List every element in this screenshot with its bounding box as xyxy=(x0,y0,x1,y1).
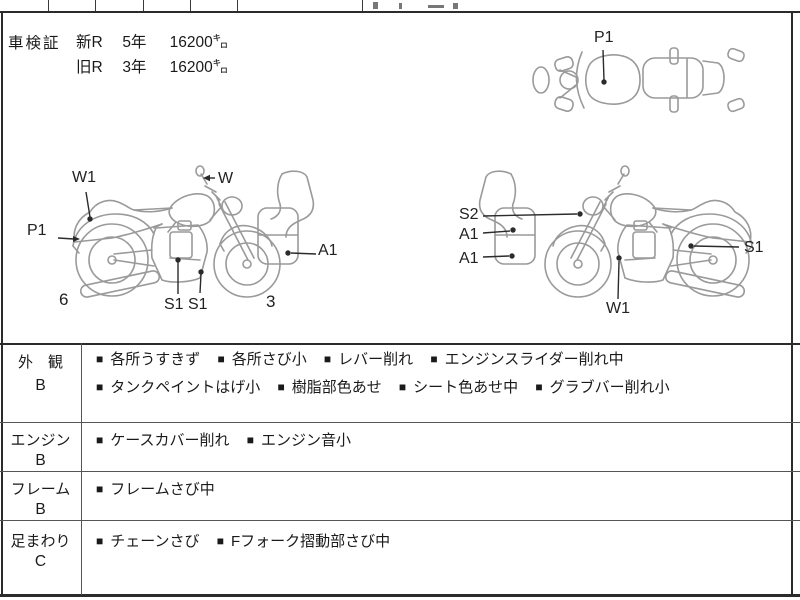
header-cell-divider xyxy=(143,0,144,11)
left-view-label-s1b: S1 xyxy=(188,296,208,313)
category-undercarriage: 足まわり xyxy=(10,533,71,550)
table-border-top xyxy=(0,343,800,345)
right-view-label-a1b: A1 xyxy=(459,250,479,267)
defect-item: ■ シート色あせ中 xyxy=(399,379,518,396)
defect-item: ■ 各所さび小 xyxy=(217,351,306,368)
bullet-icon: ■ xyxy=(96,534,104,548)
sheet-border-left xyxy=(1,0,3,597)
defect-item: ■ レバー削れ xyxy=(324,351,413,368)
category-exterior: 外 観 xyxy=(17,354,63,371)
category-column-divider xyxy=(81,343,82,595)
bullet-icon: ■ xyxy=(216,534,224,548)
bullet-icon: ■ xyxy=(535,379,543,394)
shaken-new-reg: 新R xyxy=(76,34,103,51)
category-frame: フレーム xyxy=(10,481,71,498)
defect-item: ■ グラブバー削れ小 xyxy=(535,379,669,396)
grade-exterior: B xyxy=(35,377,46,394)
defect-text: チェーンさび xyxy=(110,533,200,550)
left-view-label-p1: P1 xyxy=(27,222,47,239)
header-cell-divider xyxy=(48,0,49,11)
defects-frame: ■ フレームさび中 xyxy=(96,476,788,504)
defect-text: 各所うすきず xyxy=(110,351,201,368)
defect-item: ■ 樹脂部色あせ xyxy=(277,379,381,396)
bullet-icon: ■ xyxy=(430,352,438,366)
category-engine: エンジン xyxy=(10,432,71,449)
left-view-label-s1a: S1 xyxy=(164,296,184,313)
defects-exterior: ■ 各所うすきず ■ 各所さび小 ■ レバー削れ ■ エンジンスライダー削れ中 ■ タンク… xyxy=(96,346,788,401)
bullet-icon: ■ xyxy=(398,379,407,394)
defect-item: ■ ケースカバー削れ xyxy=(96,432,230,449)
shaken-row-new: 新R 5年 16200㌔ xyxy=(76,30,228,55)
grade-engine: B xyxy=(35,452,46,469)
right-view-label-s2: S2 xyxy=(459,206,479,223)
cutoff-header-row xyxy=(0,0,800,13)
defect-item: ■ 各所うすきず xyxy=(96,351,200,368)
defect-item: ■ エンジンスライダー削れ中 xyxy=(430,351,623,368)
grade-undercarriage: C xyxy=(34,553,47,570)
shaken-row-old: 旧R 3年 16200㌔ xyxy=(76,55,228,80)
defect-text: ケースカバー削れ xyxy=(110,432,230,449)
left-view-label-a1: A1 xyxy=(318,242,338,259)
motorcycle-right-side-diagram xyxy=(57,165,317,299)
cutoff-text-fragment xyxy=(399,3,402,9)
defect-item: ■ エンジン音小 xyxy=(247,432,351,449)
bullet-icon: ■ xyxy=(96,482,104,496)
right-view-label-s1: S1 xyxy=(744,239,764,256)
left-view-label-w: W xyxy=(218,170,234,187)
bullet-icon: ■ xyxy=(246,433,254,447)
defect-text: 樹脂部色あせ xyxy=(291,378,382,396)
right-view-label-w1: W1 xyxy=(606,300,630,317)
motorcycle-top-view-diagram xyxy=(532,47,745,113)
shaken-label: 車検証 xyxy=(8,35,61,52)
shaken-new-distance: 16200㌔ xyxy=(169,34,229,51)
header-cell-divider xyxy=(95,0,96,11)
cutoff-text-fragment xyxy=(428,5,444,8)
defect-text: シート色あせ中 xyxy=(413,378,519,396)
defect-item: ■ Fフォーク摺動部さび中 xyxy=(217,533,390,550)
cutoff-text-fragment xyxy=(453,3,458,9)
sheet-border-right xyxy=(791,0,793,597)
shaken-old-years: 3年 xyxy=(122,59,147,76)
defect-text: エンジン音小 xyxy=(260,432,351,449)
defect-text: フレームさび中 xyxy=(110,481,215,498)
defect-text: 各所さび小 xyxy=(231,351,307,368)
bullet-icon: ■ xyxy=(96,379,104,394)
bullet-icon: ■ xyxy=(96,433,104,447)
bullet-icon: ■ xyxy=(277,379,285,394)
defect-text: エンジンスライダー削れ中 xyxy=(444,351,624,368)
left-view-label-w1: W1 xyxy=(72,169,96,186)
shaken-rows: 新R 5年 16200㌔ 旧R 3年 16200㌔ xyxy=(76,30,228,80)
defect-item: ■ フレームさび中 xyxy=(96,481,215,498)
defect-text: レバー削れ xyxy=(338,351,414,368)
cutoff-text-fragment xyxy=(373,2,378,9)
header-cell-divider xyxy=(190,0,191,11)
right-view-label-a1a: A1 xyxy=(459,226,479,243)
defects-engine: ■ ケースカバー削れ ■ エンジン音小 xyxy=(96,427,788,455)
defect-text: Fフォーク摺動部さび中 xyxy=(230,533,391,550)
bullet-icon: ■ xyxy=(323,352,332,366)
shaken-new-years: 5年 xyxy=(122,34,147,51)
header-cell-divider xyxy=(237,0,238,11)
defect-item: ■ タンクペイントはげ小 xyxy=(96,379,260,396)
row-divider xyxy=(0,471,800,472)
motorcycle-left-side-diagram xyxy=(478,165,753,300)
header-cell-divider xyxy=(362,0,363,11)
shaken-old-reg: 旧R xyxy=(76,59,103,76)
bullet-icon: ■ xyxy=(217,352,225,366)
left-view-number: 6 xyxy=(59,290,69,309)
defect-text: グラブバー削れ小 xyxy=(549,378,670,396)
shaken-old-distance: 16200㌔ xyxy=(169,59,229,76)
row-divider xyxy=(0,520,800,521)
defects-undercarriage: ■ チェーンさび ■ Fフォーク摺動部さび中 xyxy=(96,528,788,556)
left-view-number: 3 xyxy=(266,292,276,311)
defect-text: タンクペイントはげ小 xyxy=(110,378,261,396)
bullet-icon: ■ xyxy=(96,352,104,366)
sheet-border-bottom xyxy=(0,594,800,597)
defect-item: ■ チェーンさび xyxy=(96,533,200,550)
row-divider xyxy=(0,422,800,423)
grade-frame: B xyxy=(35,501,46,518)
top-view-label-p1: P1 xyxy=(594,29,614,46)
